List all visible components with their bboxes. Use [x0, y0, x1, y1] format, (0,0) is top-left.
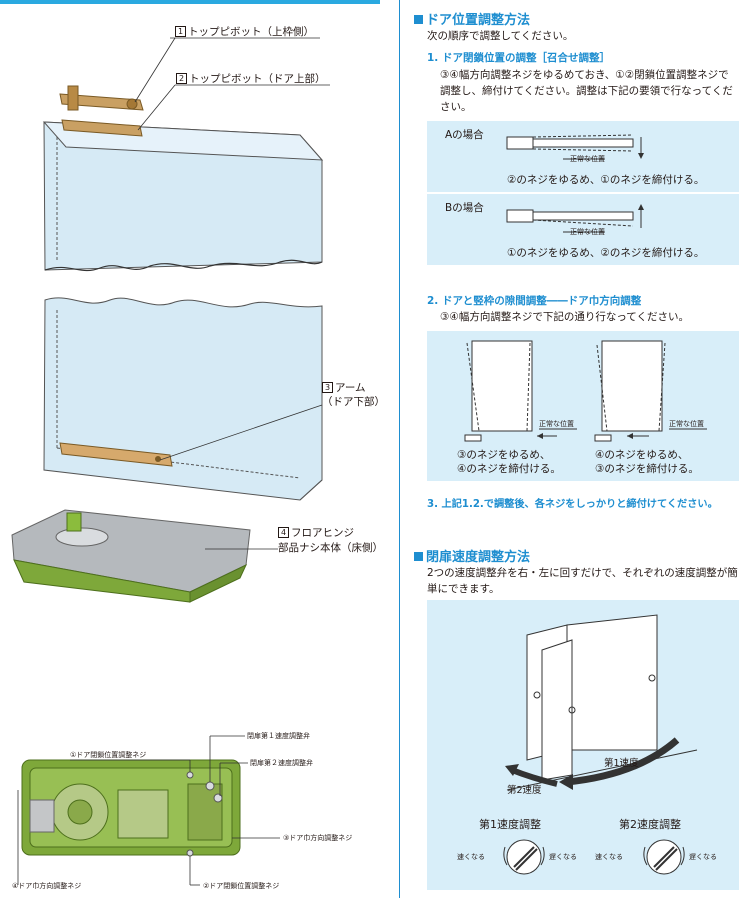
step2-right-caption: ④のネジをゆるめ、 ③のネジを締付ける。	[595, 448, 699, 476]
caption-line: ③のネジを締付ける。	[595, 463, 699, 475]
caption-line: ③のネジをゆるめ、	[457, 449, 551, 461]
column-divider	[399, 0, 400, 898]
closing-speed-panel: 第1速度 第2速度 第1速度調整 速くなる 遅くなる 第2速度調整 速くなる 遅…	[427, 600, 739, 890]
lower-glass-panel	[43, 297, 323, 501]
step2-panel: 正常な位置 正常な位置 ③のネジをゆるめ、 ④のネジを締付ける。 ④のネジをゆる…	[427, 331, 739, 481]
case-a-caption: ②のネジをゆるめ、①のネジを締付ける。	[507, 174, 705, 186]
callout-number: 3	[322, 382, 333, 393]
dial1-faster-label: 速くなる	[457, 853, 485, 861]
case-a-panel: Aの場合 正常な位置 ②のネジをゆるめ、①のネジを締付ける。	[427, 121, 739, 192]
label-adj2-screw: ②ドア閉鎖位置調整ネジ	[203, 882, 280, 890]
callout-number: 4	[278, 527, 289, 538]
callout-text-sub: 部品ナシ本体（床側）	[278, 542, 383, 554]
dial2-icon[interactable]	[639, 832, 689, 882]
top-accent-bar	[0, 0, 380, 4]
section-closing-speed-title: 閉扉速度調整方法	[414, 546, 530, 565]
case-b-caption: ①のネジをゆるめ、②のネジを締付ける。	[507, 247, 705, 259]
dial1-icon[interactable]	[499, 832, 549, 882]
case-b-diagram	[506, 204, 644, 233]
upper-glass-panel	[42, 121, 324, 272]
step1-text: ③④幅方向調整ネジをゆるめておき、①②閉鎖位置調整ネジで調整し、締付けてください…	[440, 69, 733, 113]
top-pivot-lower	[61, 119, 143, 137]
case-b-panel: Bの場合 正常な位置 ①のネジをゆるめ、②のネジを締付ける。	[427, 194, 739, 265]
dial2-slower-label: 遅くなる	[689, 853, 717, 861]
step2-diagram	[464, 340, 707, 442]
leader-lines	[134, 37, 330, 550]
detail-leader-lines	[17, 735, 280, 886]
floor-hinge-body	[11, 509, 251, 603]
step3-text: 3. 上記1.2.で調整後、各ネジをしっかりと締付けてください。	[427, 499, 718, 510]
step2-right-normal-label: 正常な位置	[669, 420, 704, 428]
door-illustration	[11, 37, 330, 886]
case-a-label: Aの場合	[445, 129, 484, 141]
step2-title: 2. ドアと竪枠の隙間調整――ドア巾方向調整	[427, 295, 642, 307]
callout-text: トップピボット（上枠側）	[188, 26, 314, 38]
callout-text: フロアヒンジ	[291, 527, 354, 539]
section-title-text: ドア位置調整方法	[426, 13, 531, 28]
step2-left-normal-label: 正常な位置	[539, 420, 574, 428]
case-a-normal-label: 正常な位置	[570, 155, 605, 163]
dial2-title: 第2速度調整	[619, 818, 681, 831]
section-marker	[414, 552, 423, 561]
caption-line: ④のネジをゆるめ、	[595, 449, 689, 461]
label-speed2: 第2速度	[507, 785, 542, 796]
door-position-intro: 次の順序で調整してください。	[427, 30, 574, 42]
step1-title: 1. ドア閉鎖位置の調整［召合せ調整］	[427, 52, 610, 64]
callout-number: 2	[176, 73, 187, 84]
label-adj4-screw: ④ドア巾方向調整ネジ	[12, 882, 82, 890]
label-adj3-screw: ③ドア巾方向調整ネジ	[283, 834, 353, 842]
closing-speed-text: 2つの速度調整弁を右・左に回すだけで、それぞれの速度調整が簡単にできます。	[427, 567, 738, 595]
top-pivot-upper	[59, 85, 144, 111]
label-speed2-valve: 閉扉第２速度調整弁	[250, 759, 313, 767]
step2-text: ③④幅方向調整ネジで下記の通り行なってください。	[440, 311, 689, 323]
step2-left-caption: ③のネジをゆるめ、 ④のネジを締付ける。	[457, 448, 561, 476]
section-title-text: 閉扉速度調整方法	[426, 550, 531, 565]
case-b-label: Bの場合	[445, 202, 484, 214]
callout-number: 1	[175, 26, 186, 37]
bottom-arm	[59, 442, 173, 467]
callout-text-sub: （ドア下部）	[322, 396, 385, 408]
case-b-normal-label: 正常な位置	[570, 228, 605, 236]
callout-text: アーム	[335, 382, 366, 394]
section-door-position-title: ドア位置調整方法	[414, 9, 530, 28]
dial2-faster-label: 速くなる	[595, 853, 623, 861]
caption-line: ④のネジを締付ける。	[457, 463, 561, 475]
door-swing-diagram	[505, 614, 698, 791]
hinge-top-view	[21, 759, 241, 857]
label-speed1: 第1速度	[604, 758, 639, 769]
dial1-title: 第1速度調整	[479, 818, 541, 831]
case-a-diagram	[506, 134, 644, 160]
callout-text: トップピボット（ドア上部）	[189, 73, 326, 85]
label-adj1-screw: ①ドア閉鎖位置調整ネジ	[70, 751, 147, 759]
label-speed1-valve: 閉扉第１速度調整弁	[247, 732, 310, 740]
section-marker	[414, 15, 423, 24]
dial1-slower-label: 遅くなる	[549, 853, 577, 861]
